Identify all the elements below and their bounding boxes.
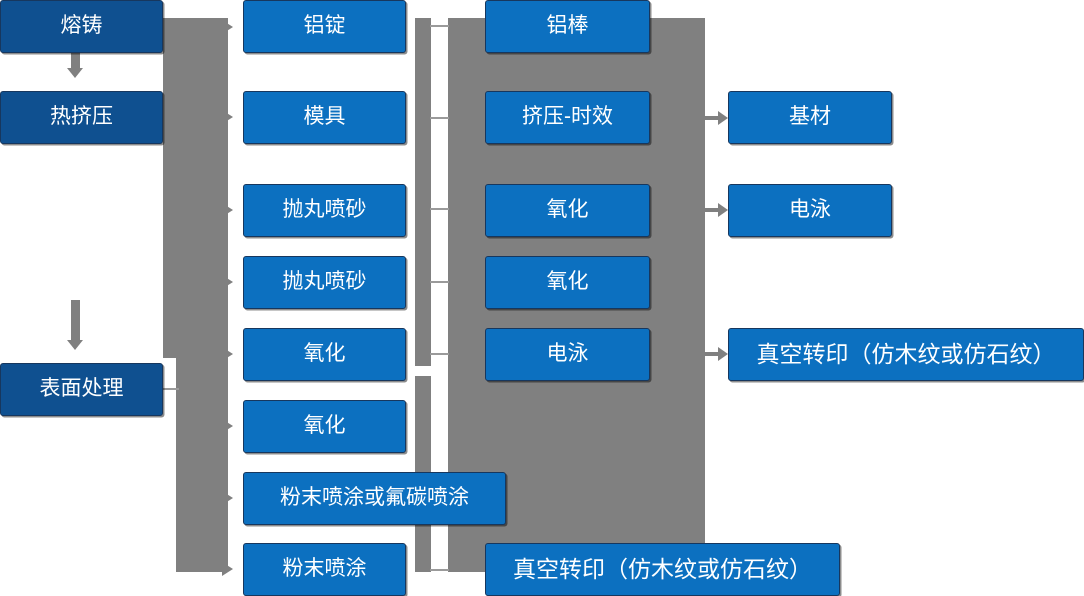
node-electrophoresis-c3[interactable]: 电泳 (485, 328, 650, 381)
node-oxidation-c2-2[interactable]: 氧化 (243, 400, 406, 453)
stage-down-shaft-1 (71, 53, 80, 71)
node-shot-blasting-2[interactable]: 抛丸喷砂 (243, 256, 406, 309)
comb-arrow-5 (222, 347, 233, 361)
node-surface-treatment[interactable]: 表面处理 (0, 363, 163, 416)
bridge-tick-5 (430, 353, 449, 355)
node-aluminum-bar[interactable]: 铝棒 (485, 0, 650, 53)
node-oxidation-c2-1[interactable]: 氧化 (243, 328, 406, 381)
product-arrow-2 (705, 203, 729, 217)
node-hot-extrusion[interactable]: 热挤压 (0, 91, 163, 144)
node-melting-casting[interactable]: 熔铸 (0, 0, 163, 53)
comb-arrow-4 (222, 275, 233, 289)
surface-treatment-stub (163, 388, 179, 390)
node-powder-or-fluorocarbon-coating[interactable]: 粉末喷涂或氟碳喷涂 (243, 472, 506, 525)
node-mold[interactable]: 模具 (243, 91, 406, 144)
node-vacuum-transfer-printing-c3[interactable]: 真空转印（仿木纹或仿石纹） (485, 543, 840, 596)
node-shot-blasting-1[interactable]: 抛丸喷砂 (243, 184, 406, 237)
arrow-shaft (705, 352, 719, 356)
product-arrow-3 (705, 347, 729, 361)
arrow-head (718, 347, 728, 361)
comb-arrow-2 (222, 110, 233, 124)
node-oxidation-c3-1[interactable]: 氧化 (485, 184, 650, 237)
arrow-head (718, 203, 728, 217)
node-aluminum-ingot[interactable]: 铝锭 (243, 0, 406, 53)
bridge-thin-bar-upper (415, 18, 431, 366)
node-powder-coating[interactable]: 粉末喷涂 (243, 543, 406, 596)
bridge-tick-4 (430, 281, 449, 283)
stage-down-arrow-2 (67, 340, 83, 350)
bridge-tick-3 (430, 208, 449, 210)
node-vacuum-transfer-printing-c4[interactable]: 真空转印（仿木纹或仿石纹） (728, 328, 1084, 381)
comb-arrow-3 (222, 203, 233, 217)
bridge-tick-2 (430, 117, 449, 119)
node-extrusion-aging[interactable]: 挤压-时效 (485, 91, 650, 144)
arrow-head (718, 111, 728, 125)
node-oxidation-c3-2[interactable]: 氧化 (485, 256, 650, 309)
comb-arrow-1 (222, 20, 233, 34)
comb-arrow-8 (222, 562, 233, 576)
stage-down-shaft-2 (71, 300, 80, 342)
bridge-tick-1 (430, 25, 449, 27)
node-base-material[interactable]: 基材 (728, 91, 892, 144)
node-electrophoresis-c4[interactable]: 电泳 (728, 184, 892, 237)
comb-arrow-6 (222, 419, 233, 433)
comb-connector-wide-body (163, 18, 228, 358)
product-arrow-1 (705, 111, 729, 125)
comb-connector-narrow-body (176, 358, 228, 572)
bridge-tick-6 (430, 569, 449, 571)
stage-down-arrow-1 (67, 68, 83, 78)
comb-arrow-7 (222, 491, 233, 505)
arrow-shaft (705, 208, 719, 212)
arrow-shaft (705, 116, 719, 120)
